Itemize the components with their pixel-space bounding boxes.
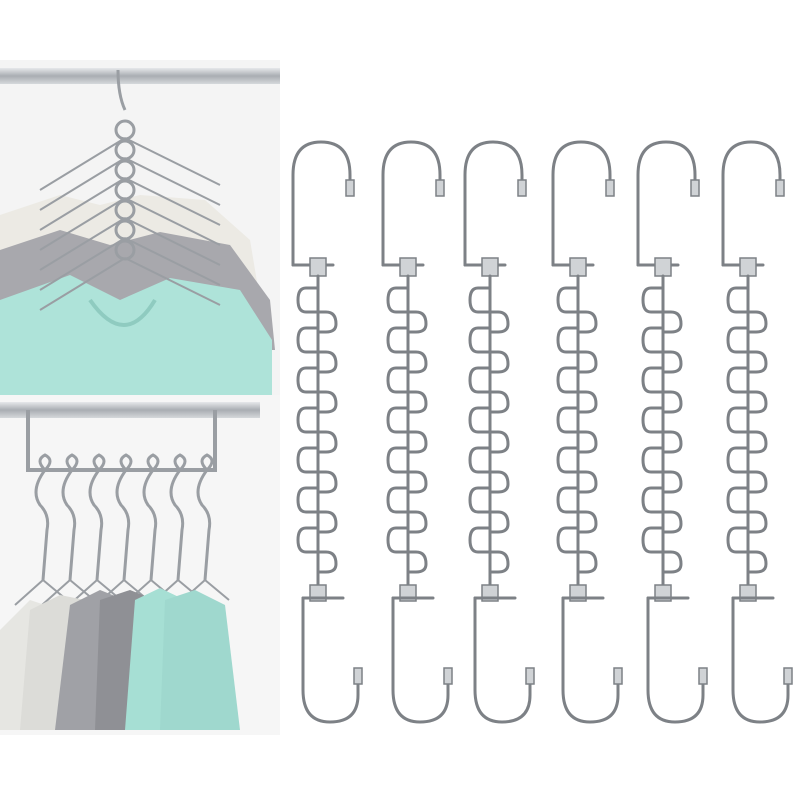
hanger-hook [142, 453, 160, 581]
loop [726, 486, 750, 514]
loop [468, 446, 492, 474]
hanger-hook [169, 453, 187, 581]
loop [468, 486, 492, 514]
hanger [551, 140, 623, 724]
loop [641, 286, 665, 314]
hanger-wire [39, 237, 221, 291]
loop [641, 486, 665, 514]
loop [296, 366, 320, 394]
loop [641, 366, 665, 394]
top-hook [291, 140, 352, 267]
loop [386, 446, 410, 474]
top-hook [463, 140, 524, 267]
hanger-hook [61, 453, 79, 581]
loop [726, 286, 750, 314]
product-hangers [291, 140, 793, 724]
loop [386, 486, 410, 514]
loop [641, 526, 665, 554]
loop [726, 446, 750, 474]
bottom-hook [731, 596, 790, 724]
loop [726, 406, 750, 434]
loop [296, 446, 320, 474]
loop [386, 406, 410, 434]
mint-shirt [160, 590, 240, 730]
hanger-wire [39, 157, 221, 211]
hanger-wire [39, 137, 221, 191]
hanger-hook [34, 453, 52, 581]
lifestyle-photo-stacked [0, 60, 280, 395]
mint-shirt [0, 275, 272, 395]
loop [468, 326, 492, 354]
top-hook [721, 140, 782, 267]
bottom-hook [561, 596, 620, 724]
loop [556, 526, 580, 554]
loop [296, 326, 320, 354]
loop [296, 286, 320, 314]
loop [641, 406, 665, 434]
hanger [291, 140, 363, 724]
bottom-hook [391, 596, 450, 724]
hanger-hook [115, 453, 133, 581]
swivel [569, 257, 587, 277]
loop [386, 286, 410, 314]
loop [726, 526, 750, 554]
loop [556, 366, 580, 394]
loop [386, 366, 410, 394]
top-hook [381, 140, 442, 267]
bottom-hook [301, 596, 360, 724]
hanger-wire [39, 217, 221, 271]
loop [468, 406, 492, 434]
loop [556, 326, 580, 354]
swivel [739, 257, 757, 277]
loop [386, 326, 410, 354]
loop [296, 406, 320, 434]
loop [556, 446, 580, 474]
swivel [654, 257, 672, 277]
bottom-hook [646, 596, 705, 724]
loop [386, 526, 410, 554]
closet-rod [0, 402, 260, 418]
loop [641, 446, 665, 474]
hanger [636, 140, 708, 724]
top-hook [636, 140, 697, 267]
hanger [721, 140, 793, 724]
hanger-wire [39, 257, 221, 311]
bottom-hook [473, 596, 532, 724]
loop [641, 326, 665, 354]
lifestyle-photo-row [0, 395, 280, 735]
hanger-wire [39, 177, 221, 231]
hanger-wire [39, 197, 221, 251]
loop [556, 406, 580, 434]
closet-rod [0, 68, 280, 84]
swivel [309, 257, 327, 277]
swivel [399, 257, 417, 277]
hanger [463, 140, 535, 724]
loop [726, 326, 750, 354]
loop [468, 366, 492, 394]
loop [468, 286, 492, 314]
hanger [381, 140, 453, 724]
loop [468, 526, 492, 554]
swivel [481, 257, 499, 277]
hanger-hook [196, 453, 214, 581]
top-hook [551, 140, 612, 267]
loop [556, 486, 580, 514]
loop [296, 526, 320, 554]
loop [556, 286, 580, 314]
loop [726, 366, 750, 394]
hanger-hook [88, 453, 106, 581]
loop [296, 486, 320, 514]
